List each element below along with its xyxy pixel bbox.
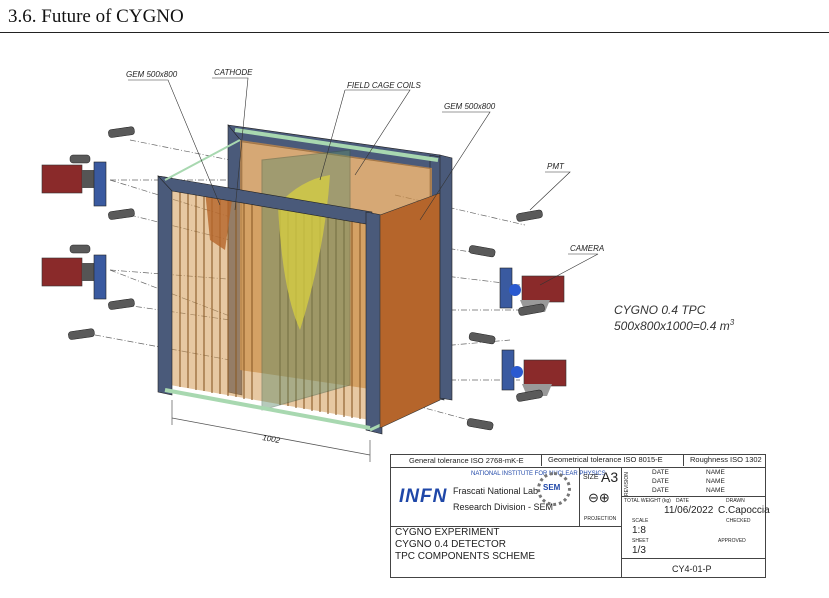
sheet-label: SHEET	[632, 538, 649, 544]
dimension-label: 1002	[262, 433, 282, 445]
general-tolerance: General tolerance ISO 2768-mK-E	[409, 456, 524, 465]
date-label-main: DATE	[676, 498, 689, 504]
date-label-3: DATE	[652, 487, 669, 494]
pmt-right-2	[468, 245, 496, 258]
date-value: 11/06/2022	[664, 505, 714, 516]
label-field-cage: FIELD CAGE COILS	[347, 81, 421, 90]
pmt-left-5	[69, 154, 91, 164]
pmt-left-4	[68, 328, 95, 340]
institution-logo-area: NATIONAL INSTITUTE FOR NUCLEAR PHYSICS I…	[391, 468, 621, 527]
pmt-left-6	[69, 244, 91, 254]
date-label-2: DATE	[652, 478, 669, 485]
desc-line1: CYGNO EXPERIMENT	[395, 527, 500, 538]
left-readout	[41, 126, 135, 340]
name-label-3: NAME	[706, 487, 725, 494]
projection-label: PROJECTION	[584, 516, 617, 522]
caption-sup: 3	[730, 318, 735, 327]
projection-icon: ⊖⊕	[588, 490, 610, 505]
label-camera: CAMERA	[570, 244, 604, 253]
approved-label: APPROVED	[718, 538, 746, 544]
sem-gear-icon	[537, 472, 571, 506]
lab-name: Frascati National Lab	[453, 486, 539, 496]
drawing-number: CY4-01-P	[672, 564, 712, 574]
geometrical-tolerance: Geometrical tolerance ISO 8015-E	[541, 455, 663, 466]
sheet-value: 1/3	[632, 545, 646, 556]
infn-logo: INFN	[399, 486, 448, 507]
section-title: 3.6. Future of CYGNO	[8, 6, 184, 27]
total-weight-label: TOTAL WEIGHT (kg)	[624, 498, 671, 504]
drawn-value: C.Capoccia	[718, 505, 770, 516]
caption-line1: CYGNO 0.4 TPC	[614, 303, 706, 317]
pmt-right-6	[466, 418, 494, 431]
revision-label: REVISION	[624, 472, 630, 496]
drawing-description: CYGNO EXPERIMENT CYGNO 0.4 DETECTOR TPC …	[391, 527, 621, 577]
page-header: 3.6. Future of CYGNO	[0, 0, 829, 34]
pmt-left-3	[108, 298, 135, 310]
date-label-1: DATE	[652, 469, 669, 476]
pmt-right-5	[516, 389, 543, 402]
label-pmt: PMT	[547, 162, 565, 171]
dimension-1002: 1002	[171, 400, 371, 462]
pmt-left-2	[108, 208, 135, 220]
caption-line2: 500x800x1000=0.4 m3	[614, 318, 735, 333]
roughness: Roughness ISO 1302	[683, 455, 762, 466]
division-name: Research Division - SEM	[453, 502, 554, 512]
name-label-2: NAME	[706, 478, 725, 485]
title-block: General tolerance ISO 2768-mK-E Geometri…	[390, 454, 770, 578]
desc-line3: TPC COMPONENTS SCHEME	[395, 551, 536, 562]
revision-grid: REVISION DATE DATE DATE NAME NAME NAME T…	[621, 468, 770, 577]
right-readout	[466, 209, 567, 431]
cathode	[261, 149, 351, 411]
header-rule	[0, 32, 829, 33]
tpc-exploded-drawing: 1002	[41, 68, 735, 462]
pmt-right-3	[518, 303, 545, 316]
institute-name: NATIONAL INSTITUTE FOR NUCLEAR PHYSICS	[471, 471, 606, 477]
pmt-left-1	[108, 126, 135, 138]
scale-label: SCALE	[632, 518, 649, 524]
camera-right-bottom	[501, 349, 567, 396]
tolerance-row: General tolerance ISO 2768-mK-E Geometri…	[391, 455, 765, 468]
label-cathode: CATHODE	[214, 68, 253, 77]
leader-lines	[128, 77, 599, 286]
label-gem-left: GEM 500x800	[126, 70, 178, 79]
drawn-label: DRAWN	[726, 498, 745, 504]
desc-line2: CYGNO 0.4 DETECTOR	[395, 539, 506, 550]
scale-value: 1:8	[632, 525, 646, 536]
checked-label: CHECKED	[726, 518, 751, 524]
name-label-1: NAME	[706, 469, 725, 476]
label-gem-right: GEM 500x800	[444, 102, 496, 111]
right-gem	[379, 154, 453, 429]
pmt-right-4	[468, 332, 496, 345]
pmt-right-1	[516, 209, 543, 222]
front-frame	[157, 128, 439, 435]
camera-left-bottom	[41, 254, 107, 300]
camera-left-top	[41, 161, 107, 207]
size-value: A3	[601, 469, 619, 485]
caption-line2-text: 500x800x1000=0.4 m	[614, 319, 730, 333]
size-cell: SIZE A3 ⊖⊕ PROJECTION	[579, 468, 622, 526]
sem-logo: SEM	[543, 483, 561, 492]
size-label: SIZE	[583, 474, 599, 481]
